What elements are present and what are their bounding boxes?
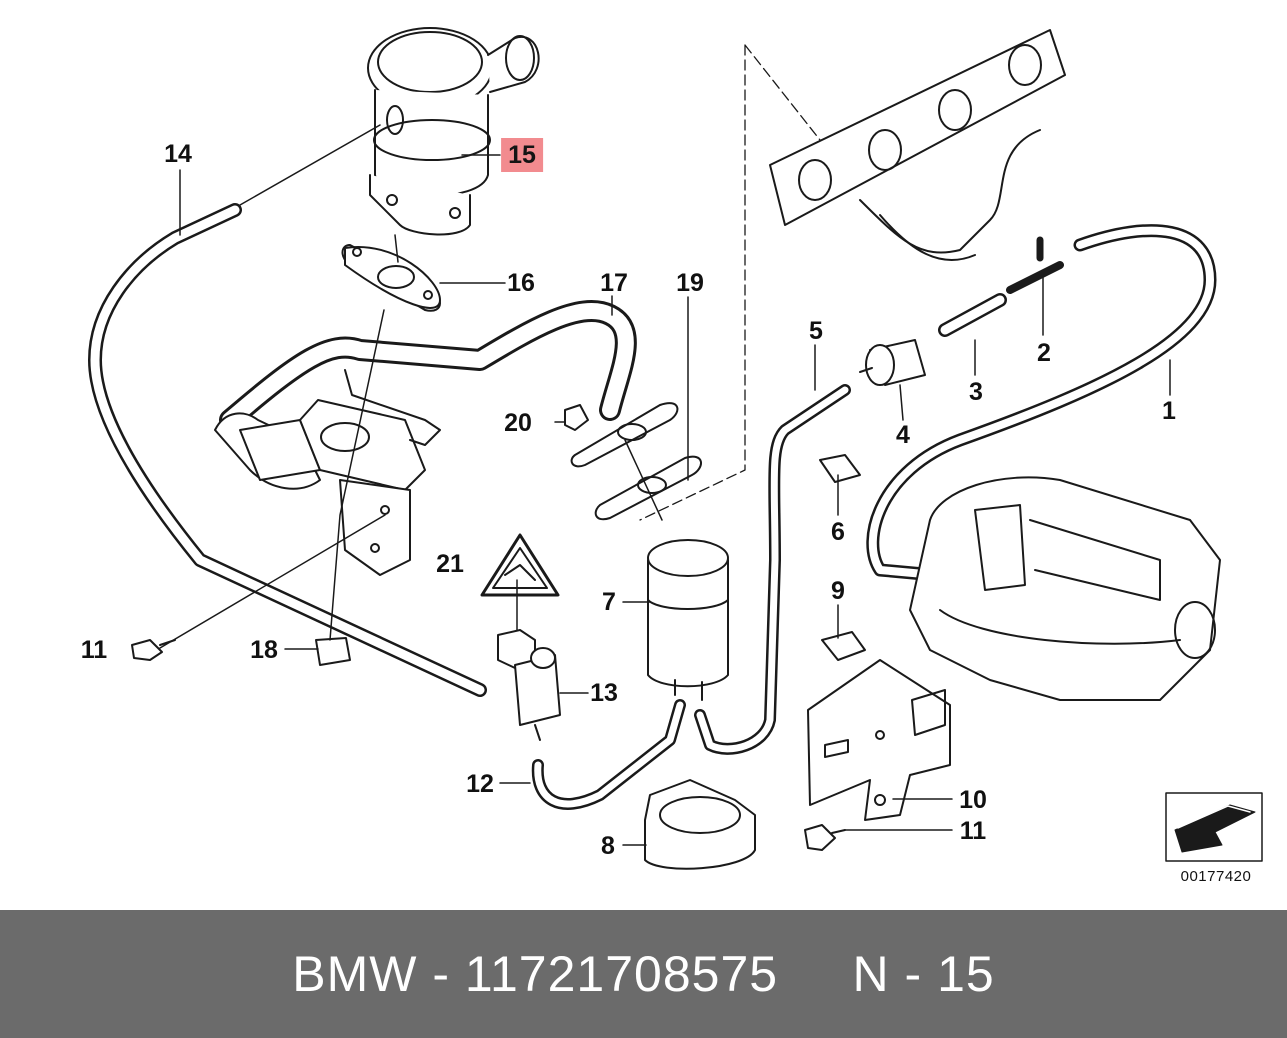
callout-20: 20 xyxy=(504,409,532,437)
callout-13: 13 xyxy=(590,679,618,707)
exhaust-manifold xyxy=(769,29,1066,261)
warning-label-part-21 xyxy=(480,533,560,597)
callout-11-left: 11 xyxy=(80,636,108,664)
clip-part-6 xyxy=(819,454,861,483)
canister-part-7 xyxy=(647,539,729,701)
t-connector-part-2 xyxy=(1006,236,1064,294)
air-valve-part-15 xyxy=(367,27,540,236)
bracket-part-8 xyxy=(644,779,756,870)
callout-5: 5 xyxy=(809,317,823,345)
nut-part-18 xyxy=(315,637,351,666)
callout-9: 9 xyxy=(831,577,845,605)
part-number-text: BMW - 11721708575 N - 15 xyxy=(292,946,995,1002)
callout-7: 7 xyxy=(602,588,616,616)
callout-21: 21 xyxy=(436,550,464,578)
exploded-parts-diagram xyxy=(88,27,1263,870)
part-number-footer: BMW - 11721708575 N - 15 xyxy=(0,910,1287,1038)
callout-19: 19 xyxy=(676,269,704,297)
pipe-flange-bracket xyxy=(214,369,441,576)
pipe-part-17 xyxy=(219,300,637,431)
callout-14: 14 xyxy=(164,140,192,168)
callout-17: 17 xyxy=(600,269,628,297)
leader-lines xyxy=(159,124,1171,846)
diagram-reference-code: 00177420 xyxy=(1180,868,1252,885)
check-valve-part-4 xyxy=(859,339,926,386)
dashed-leader xyxy=(639,44,821,521)
callout-18: 18 xyxy=(250,636,278,664)
callout-2: 2 xyxy=(1037,339,1051,367)
callout-11-right: 11 xyxy=(959,817,987,845)
gasket-part-16 xyxy=(341,244,441,312)
callout-15-highlighted: 15 xyxy=(501,138,543,172)
intake-manifold xyxy=(909,476,1221,701)
callout-1: 1 xyxy=(1162,397,1176,425)
bolt-part-11-right xyxy=(804,824,846,851)
gasket-part-19 xyxy=(570,402,702,521)
orientation-arrow-icon xyxy=(1165,792,1263,862)
solenoid-valve-part-13 xyxy=(497,629,561,741)
callout-4: 4 xyxy=(896,421,910,449)
callout-12: 12 xyxy=(466,770,494,798)
callout-6: 6 xyxy=(831,518,845,546)
clip-part-20 xyxy=(564,404,589,431)
callout-8: 8 xyxy=(601,832,615,860)
callout-10: 10 xyxy=(959,786,987,814)
callout-3: 3 xyxy=(969,378,983,406)
callout-16: 16 xyxy=(507,269,535,297)
plate-part-10 xyxy=(807,659,951,821)
clip-part-9 xyxy=(821,631,866,661)
